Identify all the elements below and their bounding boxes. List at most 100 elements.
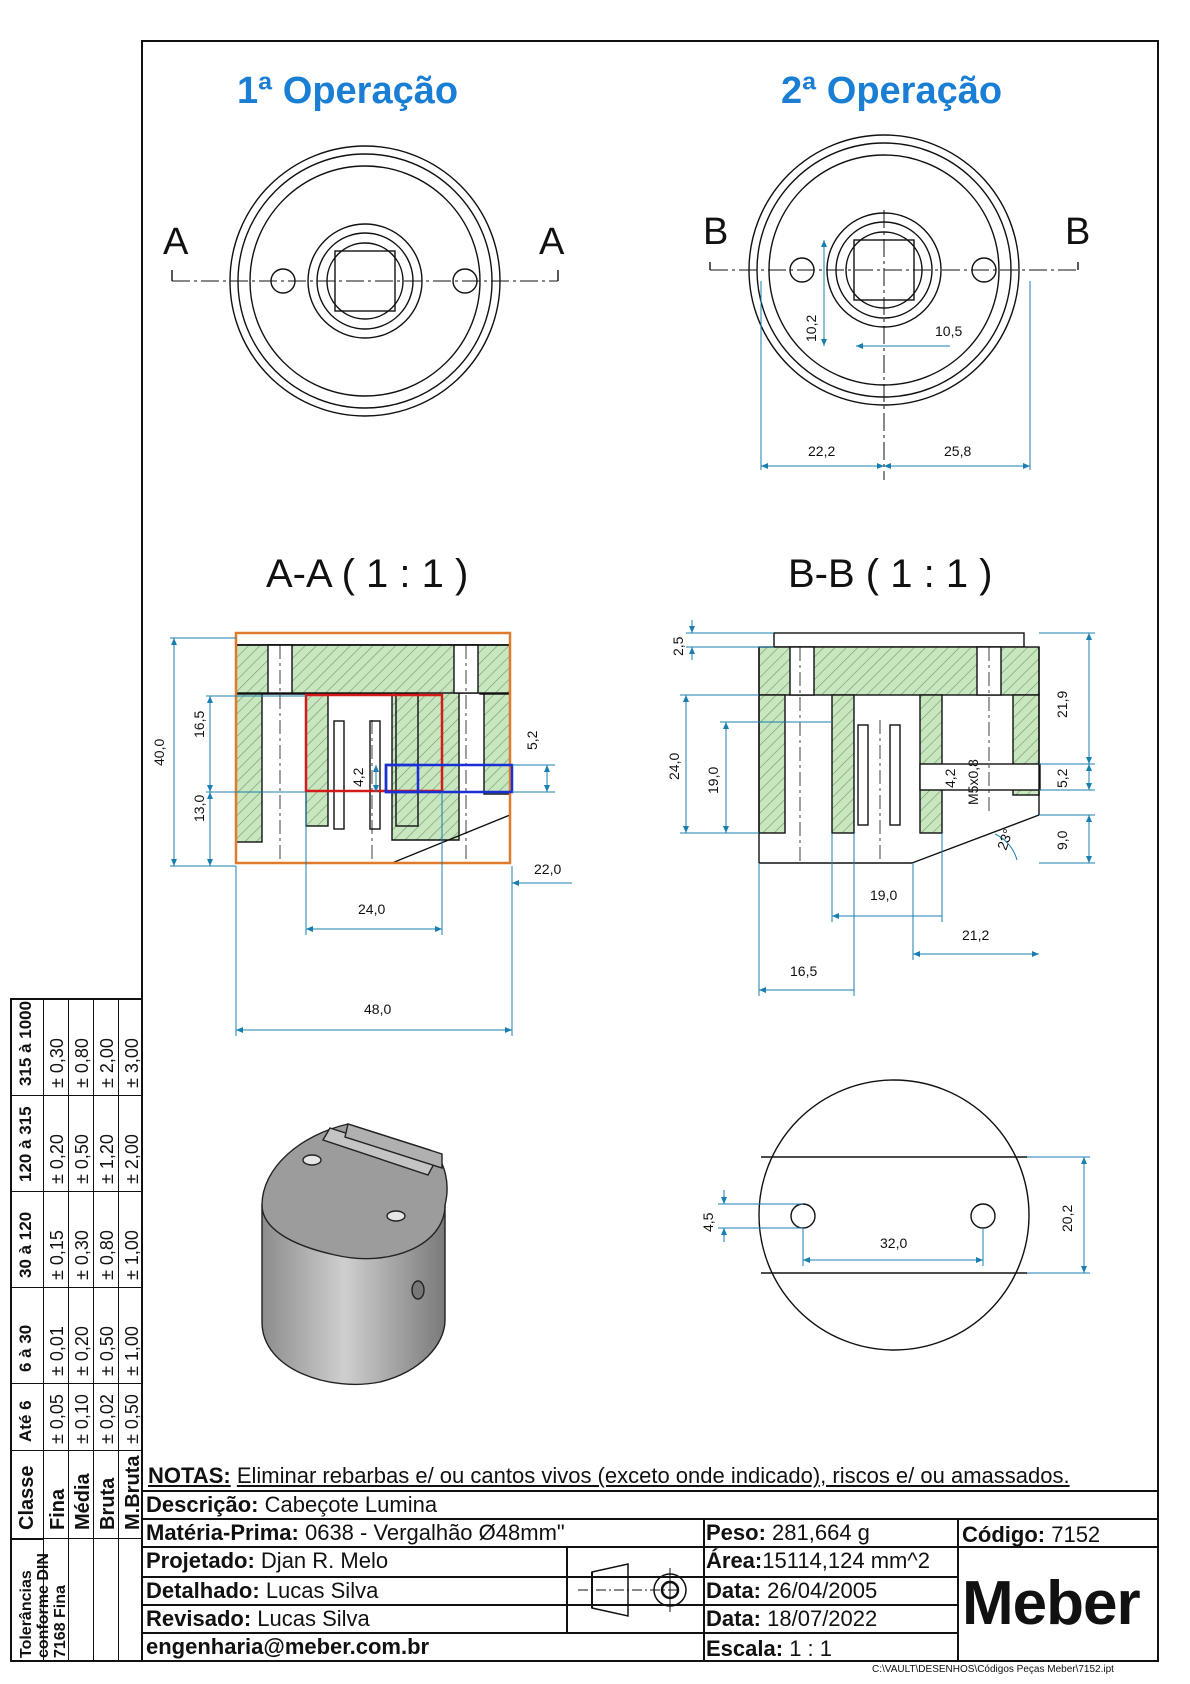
- peso-row: Peso: 281,664 g: [706, 1520, 870, 1546]
- tb-vline-3: [566, 1546, 568, 1632]
- op2-title: 2ª Operação: [781, 70, 1003, 112]
- descricao-value: Cabeçote Lumina: [264, 1492, 438, 1517]
- cut-label-a-right: A: [539, 221, 565, 263]
- tol-v-0-1: ± 0,10: [72, 1394, 92, 1444]
- dim-22-2: 22,2: [808, 443, 835, 459]
- dim-m5: M5x0,8: [965, 759, 981, 805]
- op1-top-view: [171, 145, 559, 417]
- area-label: Área:: [706, 1548, 763, 1573]
- materia-value: 0638 - Vergalhão Ø48mm": [304, 1520, 565, 1545]
- section-aa: [235, 632, 511, 864]
- highlight-blue-inner: [384, 763, 420, 794]
- codigo-value: 7152: [1051, 1522, 1101, 1547]
- dim-4-2a: 4,2: [350, 767, 366, 787]
- tol-v-2-0: ± 0,15: [47, 1230, 67, 1280]
- dim-13-0: 13,0: [191, 795, 207, 822]
- tol-v-3-3: ± 2,00: [122, 1134, 142, 1184]
- data1-row: Data: 26/04/2005: [706, 1578, 877, 1604]
- tol-class-media: Média: [72, 1473, 94, 1530]
- aa-dimension-lines: [170, 637, 572, 1036]
- tb-line-3: [141, 1546, 1159, 1548]
- tol-hline-6: [12, 1538, 143, 1539]
- tol-v-2-1: ± 0,30: [72, 1230, 92, 1280]
- data2-row: Data: 18/07/2022: [706, 1606, 877, 1632]
- tol-col-fina: [44, 1000, 69, 1660]
- dim-19-0a: 19,0: [705, 767, 721, 794]
- section-aa-title: A-A ( 1 : 1 ): [266, 552, 469, 596]
- bottom-view: [758, 1079, 1030, 1351]
- area-value: 15114,124 mm^2: [762, 1548, 930, 1573]
- tol-range-1: 120 à 315: [16, 1106, 35, 1182]
- email-row: engenharia@meber.com.br: [146, 1634, 429, 1660]
- tol-v-0-2: ± 0,02: [97, 1394, 117, 1444]
- revisado-label: Revisado:: [146, 1606, 252, 1631]
- tol-v-0-3: ± 0,50: [122, 1394, 142, 1444]
- area-row: Área:15114,124 mm^2: [706, 1548, 930, 1574]
- dim-4-2b: 4,2: [942, 768, 958, 788]
- tb-vline-1: [703, 1518, 705, 1662]
- dim-16-5a: 16,5: [191, 711, 207, 738]
- codigo-row: Código: 7152: [962, 1522, 1100, 1548]
- dim-9-0: 9,0: [1054, 830, 1070, 850]
- tb-line-6: [141, 1632, 959, 1634]
- tol-range-2: 30 à 120: [16, 1211, 35, 1278]
- bottom-dimension-lines: [718, 1156, 1090, 1274]
- section-bb-title: B-B ( 1 : 1 ): [788, 552, 993, 596]
- tol-v-3-0: ± 0,20: [47, 1134, 67, 1184]
- dim-5-2b: 5,2: [1054, 768, 1070, 788]
- tol-class-fina: Fina: [47, 1488, 69, 1530]
- dim-5-2a: 5,2: [524, 730, 540, 750]
- materia-row: Matéria-Prima: 0638 - Vergalhão Ø48mm": [146, 1520, 565, 1546]
- materia-label: Matéria-Prima:: [146, 1520, 299, 1545]
- tol-range-4: Até 6: [16, 1400, 35, 1442]
- tb-line-1: [141, 1490, 1159, 1492]
- escala-row: Escala: 1 : 1: [706, 1636, 832, 1662]
- tol-standard-note: Tolerâncias conforme DIN 7168 Fina: [18, 1553, 69, 1658]
- notes-text: Eliminar rebarbas e/ ou cantos vivos (ex…: [236, 1463, 1070, 1488]
- peso-label: Peso:: [706, 1520, 766, 1545]
- detalhado-value: Lucas Silva: [265, 1578, 379, 1603]
- dim-21-9: 21,9: [1054, 691, 1070, 718]
- tb-line-5: [141, 1604, 959, 1606]
- tol-hline-1: [12, 1095, 143, 1096]
- revisado-row: Revisado: Lucas Silva: [146, 1606, 370, 1632]
- detalhado-label: Detalhado:: [146, 1578, 260, 1603]
- dim-20-2: 20,2: [1059, 1205, 1075, 1232]
- projetado-label: Projetado:: [146, 1548, 255, 1573]
- projection-symbol-icon: [578, 1563, 687, 1617]
- cut-label-b-right: B: [1065, 211, 1090, 253]
- tolerance-table: 315 à 1000 120 à 315 30 à 120 6 à 30 Até…: [10, 998, 144, 1662]
- dim-22-0: 22,0: [534, 861, 561, 877]
- tol-range-3: 6 à 30: [16, 1324, 35, 1372]
- tol-v-4-3: ± 3,00: [122, 1038, 142, 1088]
- tol-hline-5: [12, 1450, 143, 1451]
- detalhado-row: Detalhado: Lucas Silva: [146, 1578, 378, 1604]
- tol-v-2-2: ± 0,80: [97, 1230, 117, 1280]
- tol-v-4-1: ± 0,80: [72, 1038, 92, 1088]
- tol-v-1-1: ± 0,20: [72, 1326, 92, 1376]
- tol-class-header: Classe: [16, 1465, 38, 1531]
- notes-line: NOTAS: Eliminar rebarbas e/ ou cantos vi…: [148, 1463, 1070, 1489]
- drawing-frame: [141, 40, 1159, 1662]
- company-logo: Meber: [962, 1569, 1141, 1638]
- email-value: engenharia@meber.com.br: [146, 1634, 430, 1659]
- tol-v-2-3: ± 1,00: [122, 1230, 142, 1280]
- dim-32-0: 32,0: [880, 1235, 907, 1251]
- op2-top-view: [709, 134, 1079, 480]
- data1-label: Data:: [706, 1578, 762, 1603]
- escala-value: 1 : 1: [789, 1636, 832, 1661]
- tb-line-2: [141, 1518, 1159, 1520]
- tol-v-3-1: ± 0,50: [72, 1134, 92, 1184]
- dim-21-2: 21,2: [962, 927, 989, 943]
- highlight-orange: [234, 631, 512, 865]
- tol-col-header: [12, 1538, 44, 1662]
- escala-label: Escala:: [706, 1636, 784, 1661]
- cut-label-b-left: B: [703, 211, 728, 253]
- tol-class-mbruta: M.Bruta: [122, 1455, 144, 1530]
- dim-48-0: 48,0: [364, 1001, 391, 1017]
- isometric-3d-view: [261, 1123, 448, 1386]
- dim-25-8: 25,8: [944, 443, 971, 459]
- tol-hline-2: [12, 1191, 143, 1192]
- tol-hline-3: [12, 1287, 143, 1288]
